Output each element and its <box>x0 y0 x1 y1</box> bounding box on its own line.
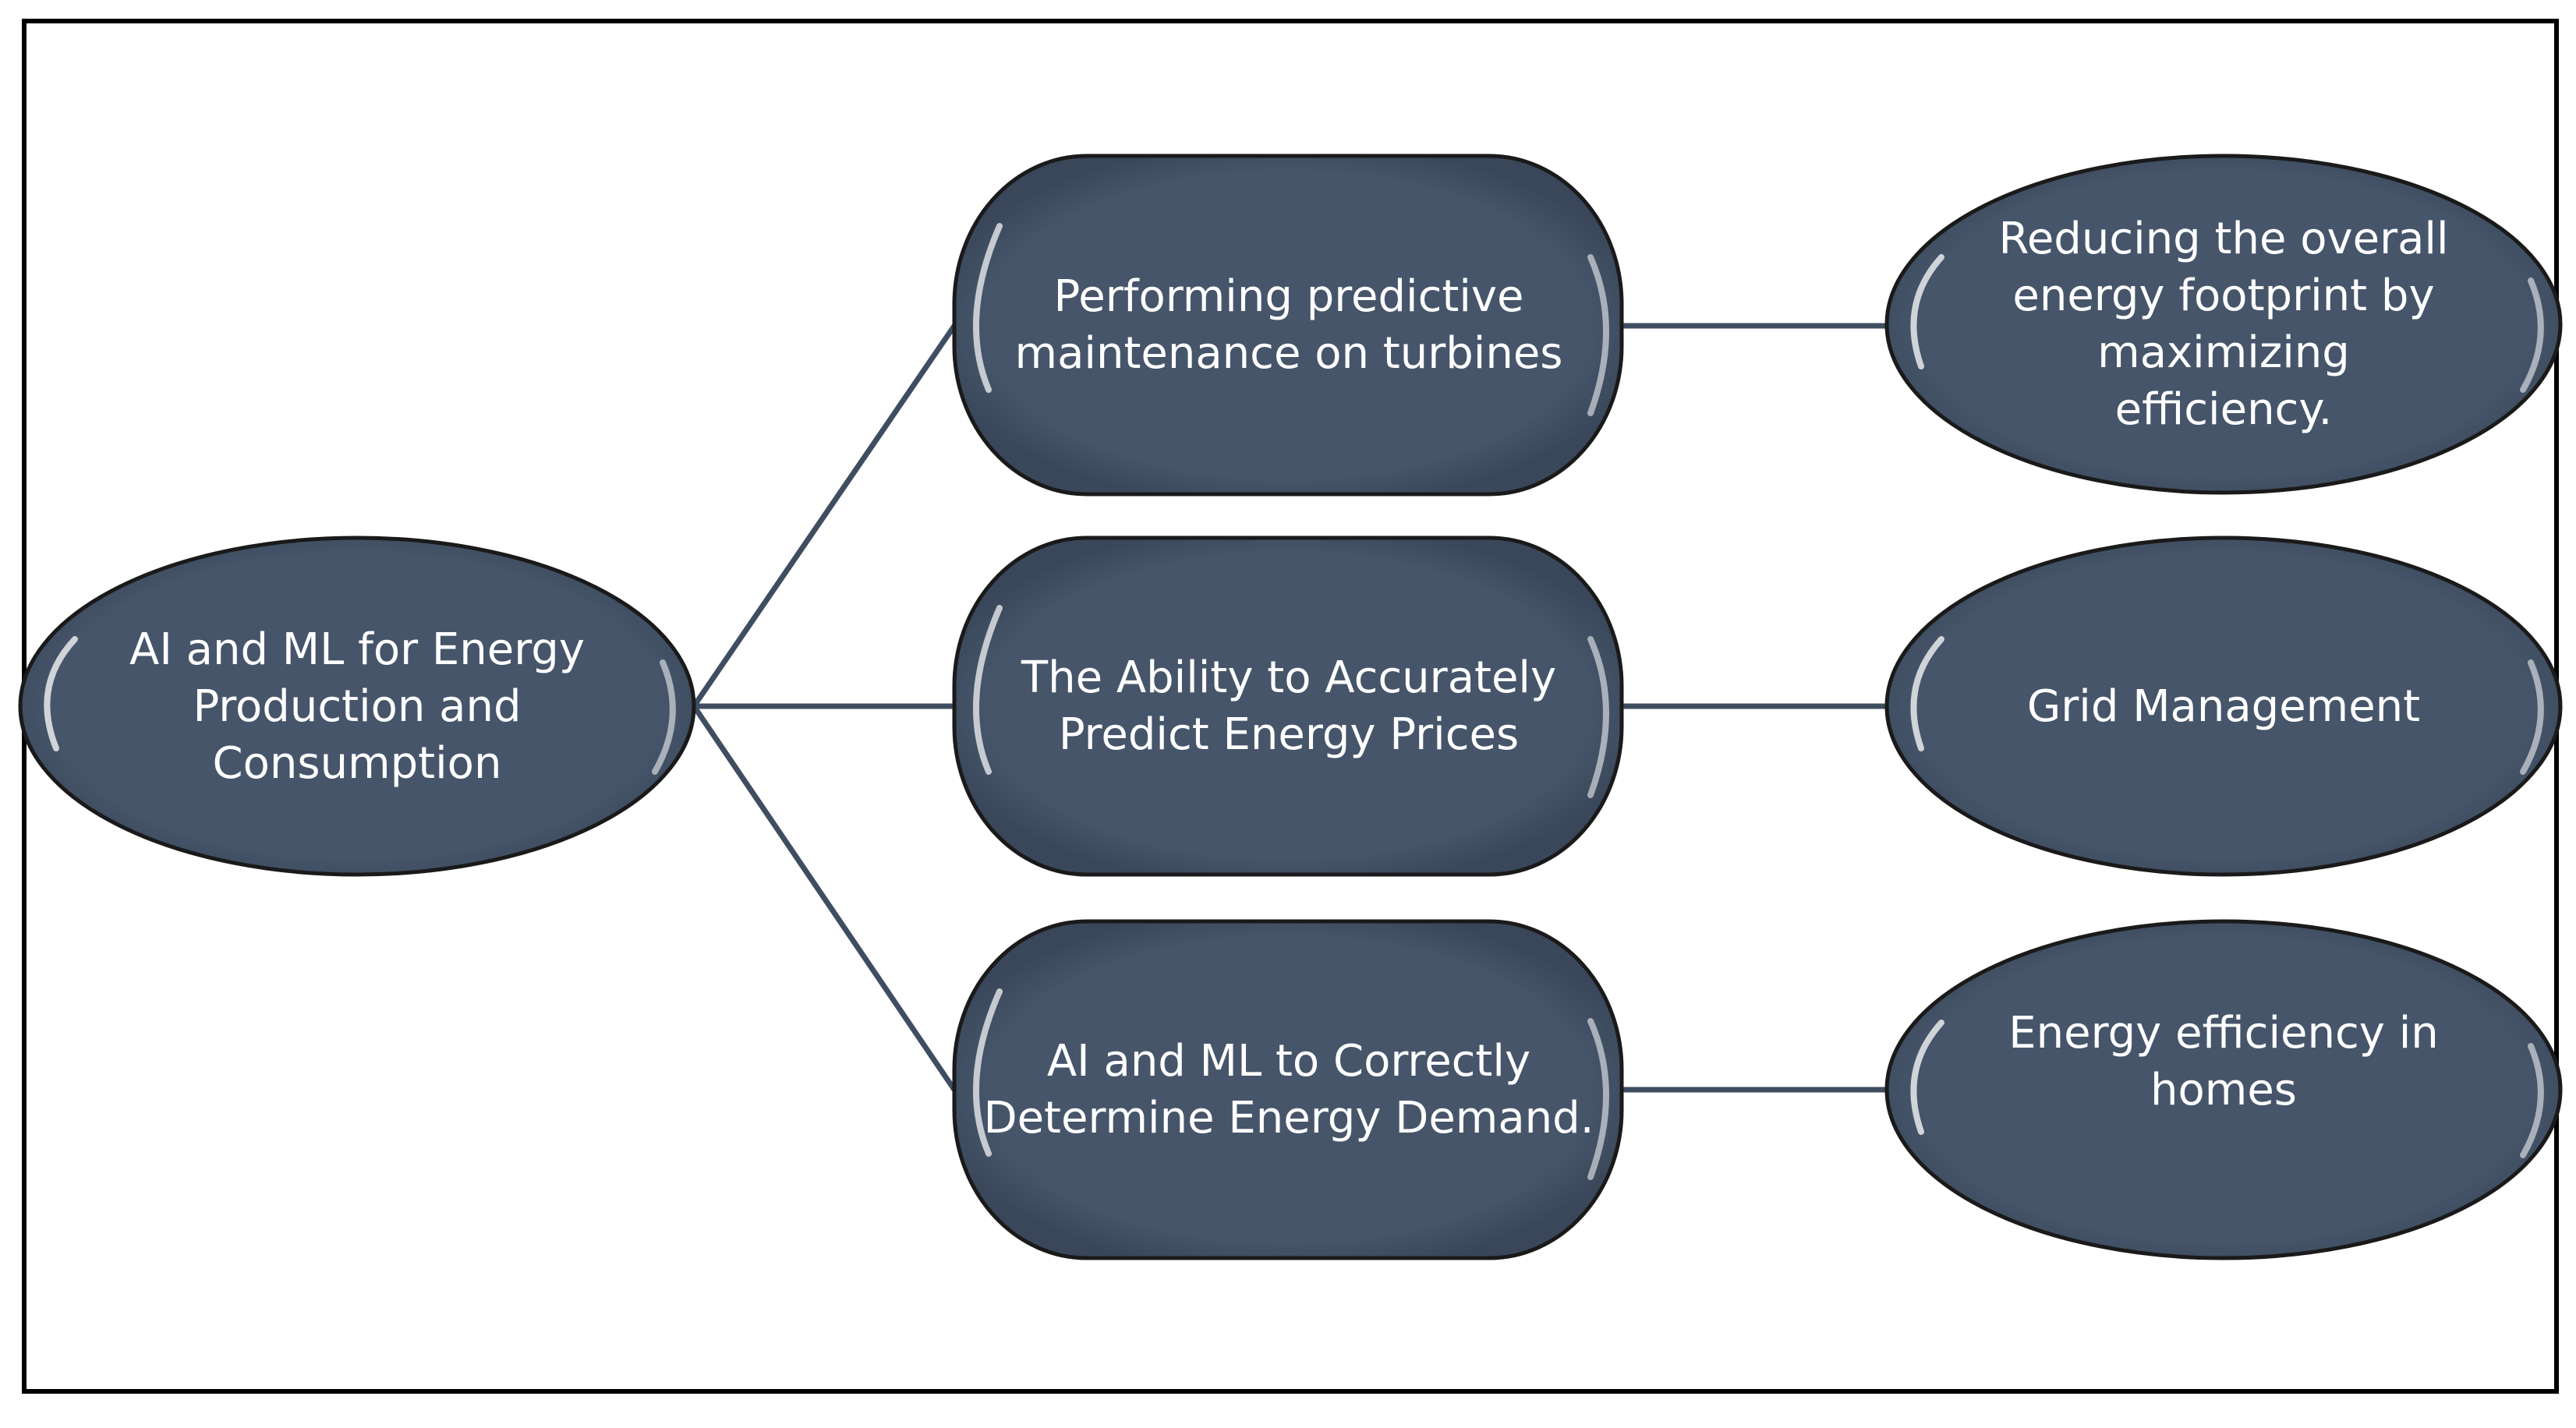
middle-node-3-shine <box>1587 1018 1609 1180</box>
outcome-node-1-highlight <box>1910 254 1944 369</box>
middle-node-2-highlight <box>973 605 1003 775</box>
outcome-node-1 <box>1884 154 2563 495</box>
outcome-node-3-highlight <box>1910 1020 1944 1135</box>
outcome-node-2-highlight <box>1910 636 1944 751</box>
outcome-node-2-label: Grid Management <box>2026 680 2421 732</box>
middle-node-2-label: The Ability to Accurately Predict Energy… <box>1021 652 1557 760</box>
middle-node-1 <box>952 154 1624 497</box>
middle-node-3-label: AI and ML to Correctly Determine Energy … <box>983 1036 1594 1143</box>
outcome-node-1-shine <box>2520 277 2544 393</box>
middle-node-1-highlight <box>973 223 1003 393</box>
middle-node-3-highlight <box>973 988 1003 1157</box>
outcome-node-2-shine <box>2520 659 2544 775</box>
middle-node-1-label: Performing predictive maintenance on tur… <box>1014 271 1563 379</box>
connector-root-to-middle-1 <box>692 324 957 708</box>
outcome-node-2 <box>1884 536 2563 877</box>
middle-node-2-shine <box>1587 636 1609 798</box>
outcome-node-1-label: Reducing the overall energy footprint by… <box>1998 214 2449 435</box>
root-node-highlight <box>44 636 78 751</box>
root-node-shadow <box>652 659 676 775</box>
connector-root-to-middle-3 <box>692 705 957 1091</box>
outcome-node-3-label: Energy efficiency in homes <box>2008 1008 2439 1115</box>
root-node <box>18 536 696 877</box>
middle-node-3 <box>952 919 1624 1260</box>
root-node-label: AI and ML for Energy Production and Cons… <box>129 624 585 789</box>
middle-node-1-shine <box>1587 254 1609 416</box>
middle-node-2 <box>952 536 1624 877</box>
outcome-node-3-shine <box>2520 1043 2544 1158</box>
outcome-node-3 <box>1884 919 2563 1260</box>
